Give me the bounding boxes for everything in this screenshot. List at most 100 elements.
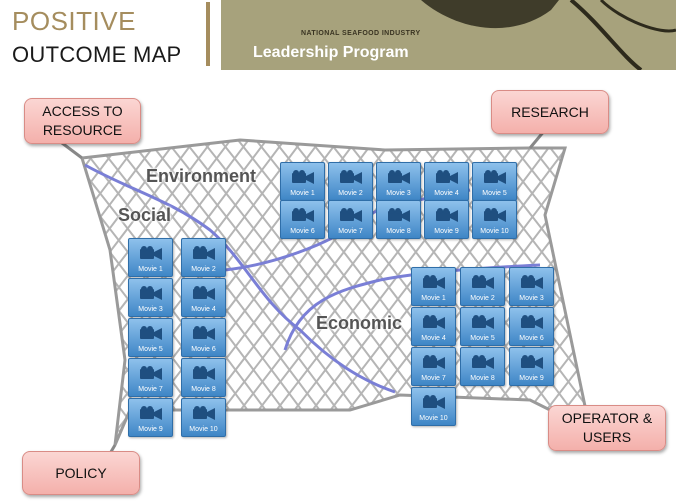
movie-tile-economic-7[interactable]: Movie 7 bbox=[411, 347, 456, 386]
video-camera-icon bbox=[340, 170, 362, 184]
movie-tile-economic-2[interactable]: Movie 2 bbox=[460, 267, 505, 306]
video-camera-icon bbox=[140, 366, 162, 380]
movie-tile-label: Movie 8 bbox=[386, 228, 411, 235]
movie-tile-environment-9[interactable]: Movie 9 bbox=[424, 200, 469, 239]
page-title-outcome-map: OUTCOME MAP bbox=[12, 42, 182, 67]
movie-tile-economic-8[interactable]: Movie 8 bbox=[460, 347, 505, 386]
movie-tile-label: Movie 7 bbox=[338, 228, 363, 235]
movie-tile-environment-6[interactable]: Movie 6 bbox=[280, 200, 325, 239]
video-camera-icon bbox=[472, 315, 494, 329]
video-camera-icon bbox=[140, 286, 162, 300]
movie-tile-label: Movie 10 bbox=[419, 415, 448, 422]
movie-tile-social-2[interactable]: Movie 2 bbox=[181, 238, 226, 277]
video-camera-icon bbox=[423, 275, 445, 289]
movie-tile-label: Movie 3 bbox=[386, 190, 411, 197]
page-title-positive: POSITIVE bbox=[12, 6, 136, 36]
region-label-economic: Economic bbox=[316, 313, 403, 333]
video-camera-icon bbox=[423, 395, 445, 409]
movie-tile-label: Movie 3 bbox=[519, 295, 544, 302]
movie-tile-label: Movie 6 bbox=[290, 228, 315, 235]
region-label-social: Social bbox=[118, 205, 172, 225]
video-camera-icon bbox=[193, 326, 215, 340]
video-camera-icon bbox=[193, 286, 215, 300]
movie-tile-environment-7[interactable]: Movie 7 bbox=[328, 200, 373, 239]
movie-tile-label: Movie 7 bbox=[421, 375, 446, 382]
banner-sketch-icon bbox=[421, 0, 676, 70]
movie-tile-label: Movie 2 bbox=[191, 266, 216, 273]
movie-tile-environment-4[interactable]: Movie 4 bbox=[424, 162, 469, 201]
movie-tile-social-5[interactable]: Movie 5 bbox=[128, 318, 173, 357]
video-camera-icon bbox=[140, 326, 162, 340]
movie-tile-environment-2[interactable]: Movie 2 bbox=[328, 162, 373, 201]
movie-tile-label: Movie 10 bbox=[480, 228, 509, 235]
banner-org-name: NATIONAL SEAFOOD INDUSTRY bbox=[301, 30, 421, 37]
video-camera-icon bbox=[193, 246, 215, 260]
movie-tile-label: Movie 3 bbox=[138, 306, 163, 313]
title-divider bbox=[206, 2, 210, 66]
video-camera-icon bbox=[340, 208, 362, 222]
movie-tile-label: Movie 5 bbox=[470, 335, 495, 342]
video-camera-icon bbox=[193, 406, 215, 420]
movie-tile-label: Movie 1 bbox=[290, 190, 315, 197]
movie-tile-label: Movie 9 bbox=[519, 375, 544, 382]
movie-tile-label: Movie 4 bbox=[434, 190, 459, 197]
movie-tile-label: Movie 6 bbox=[519, 335, 544, 342]
video-camera-icon bbox=[193, 366, 215, 380]
movie-tile-label: Movie 9 bbox=[138, 426, 163, 433]
movie-tile-social-8[interactable]: Movie 8 bbox=[181, 358, 226, 397]
movie-tile-environment-10[interactable]: Movie 10 bbox=[472, 200, 517, 239]
region-label-environment: Environment bbox=[146, 166, 257, 186]
movie-tile-label: Movie 6 bbox=[191, 346, 216, 353]
movie-tile-social-6[interactable]: Movie 6 bbox=[181, 318, 226, 357]
movie-tile-social-7[interactable]: Movie 7 bbox=[128, 358, 173, 397]
movie-tile-label: Movie 1 bbox=[138, 266, 163, 273]
movie-tile-economic-1[interactable]: Movie 1 bbox=[411, 267, 456, 306]
movie-tile-label: Movie 4 bbox=[191, 306, 216, 313]
movie-tile-environment-3[interactable]: Movie 3 bbox=[376, 162, 421, 201]
video-camera-icon bbox=[388, 208, 410, 222]
video-camera-icon bbox=[388, 170, 410, 184]
operator-and-users-button[interactable]: OPERATOR & USERS bbox=[548, 405, 666, 451]
policy-button[interactable]: POLICY bbox=[22, 451, 140, 495]
video-camera-icon bbox=[521, 355, 543, 369]
video-camera-icon bbox=[423, 315, 445, 329]
movie-tile-social-1[interactable]: Movie 1 bbox=[128, 238, 173, 277]
banner-program-title: Leadership Program bbox=[253, 44, 409, 61]
video-camera-icon bbox=[521, 315, 543, 329]
video-camera-icon bbox=[423, 355, 445, 369]
video-camera-icon bbox=[436, 208, 458, 222]
movie-tile-label: Movie 1 bbox=[421, 295, 446, 302]
video-camera-icon bbox=[472, 275, 494, 289]
research-button[interactable]: RESEARCH bbox=[491, 90, 609, 134]
movie-tile-label: Movie 10 bbox=[189, 426, 218, 433]
movie-tile-label: Movie 5 bbox=[482, 190, 507, 197]
movie-tile-social-4[interactable]: Movie 4 bbox=[181, 278, 226, 317]
access-to-resource-button[interactable]: ACCESS TO RESOURCE bbox=[24, 98, 141, 144]
movie-tile-social-3[interactable]: Movie 3 bbox=[128, 278, 173, 317]
movie-tile-environment-1[interactable]: Movie 1 bbox=[280, 162, 325, 201]
movie-tile-label: Movie 8 bbox=[191, 386, 216, 393]
video-camera-icon bbox=[436, 170, 458, 184]
movie-tile-economic-4[interactable]: Movie 4 bbox=[411, 307, 456, 346]
video-camera-icon bbox=[521, 275, 543, 289]
movie-tile-economic-6[interactable]: Movie 6 bbox=[509, 307, 554, 346]
movie-tile-environment-5[interactable]: Movie 5 bbox=[472, 162, 517, 201]
movie-tile-label: Movie 4 bbox=[421, 335, 446, 342]
movie-tile-economic-10[interactable]: Movie 10 bbox=[411, 387, 456, 426]
movie-tile-label: Movie 5 bbox=[138, 346, 163, 353]
video-camera-icon bbox=[140, 246, 162, 260]
movie-tile-economic-5[interactable]: Movie 5 bbox=[460, 307, 505, 346]
movie-tile-economic-3[interactable]: Movie 3 bbox=[509, 267, 554, 306]
movie-tile-social-10[interactable]: Movie 10 bbox=[181, 398, 226, 437]
movie-tile-economic-9[interactable]: Movie 9 bbox=[509, 347, 554, 386]
video-camera-icon bbox=[292, 208, 314, 222]
movie-tile-label: Movie 2 bbox=[338, 190, 363, 197]
movie-tile-social-9[interactable]: Movie 9 bbox=[128, 398, 173, 437]
movie-tile-label: Movie 9 bbox=[434, 228, 459, 235]
video-camera-icon bbox=[484, 208, 506, 222]
movie-tile-label: Movie 7 bbox=[138, 386, 163, 393]
movie-tile-label: Movie 8 bbox=[470, 375, 495, 382]
movie-tile-environment-8[interactable]: Movie 8 bbox=[376, 200, 421, 239]
leadership-program-banner: NATIONAL SEAFOOD INDUSTRY Leadership Pro… bbox=[221, 0, 676, 70]
video-camera-icon bbox=[140, 406, 162, 420]
